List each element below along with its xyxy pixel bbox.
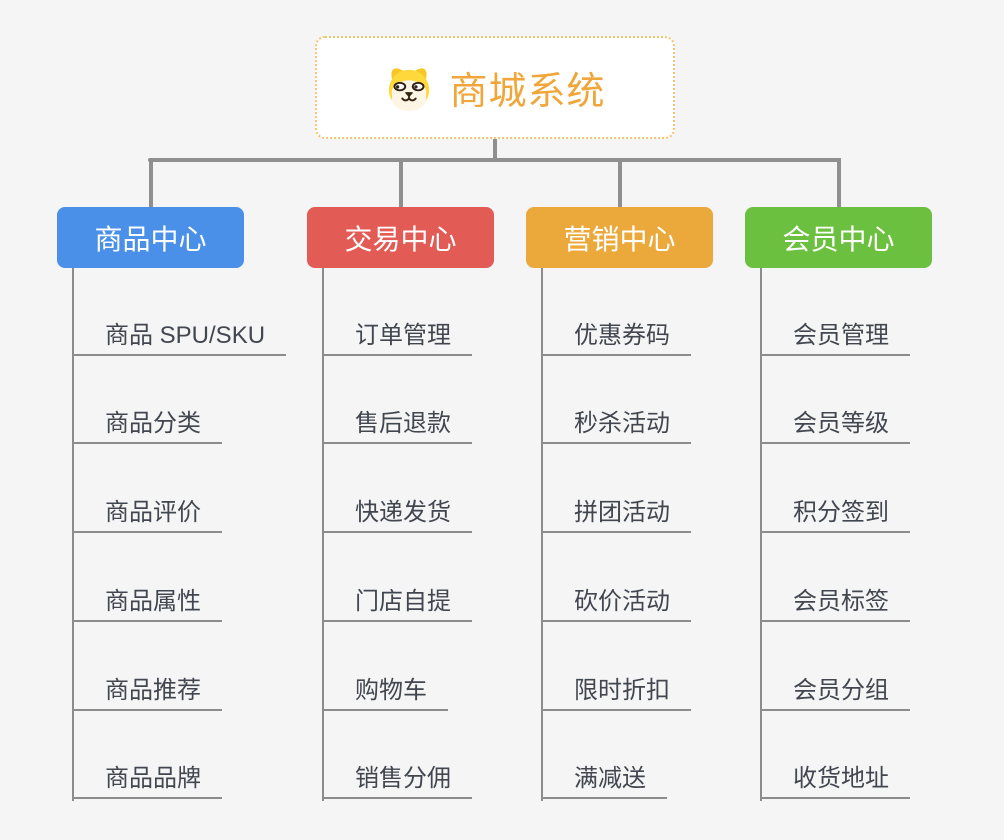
connector-drop — [617, 158, 622, 207]
branch-node-marketing-center[interactable]: 营销中心 — [526, 207, 713, 268]
root-node-mall-system[interactable]: 商城系统 — [315, 36, 675, 139]
branch-spine — [760, 268, 762, 801]
leaf-node[interactable]: 会员管理 — [760, 318, 910, 356]
branch-spine — [322, 268, 324, 801]
branch-node-product-center[interactable]: 商品中心 — [57, 207, 244, 268]
root-title: 商城系统 — [449, 71, 606, 113]
leaf-node[interactable]: 会员标签 — [760, 584, 910, 622]
leaf-node[interactable]: 收货地址 — [760, 761, 910, 799]
leaf-node[interactable]: 商品品牌 — [72, 761, 222, 799]
leaf-node[interactable]: 会员等级 — [760, 406, 910, 444]
leaf-node[interactable]: 快递发货 — [322, 495, 472, 533]
leaf-node[interactable]: 满减送 — [541, 761, 667, 799]
branch-node-trade-center[interactable]: 交易中心 — [307, 207, 494, 268]
leaf-node[interactable]: 购物车 — [322, 673, 448, 711]
leaf-node[interactable]: 销售分佣 — [322, 761, 472, 799]
branch-spine — [541, 268, 543, 801]
leaf-node[interactable]: 商品分类 — [72, 406, 222, 444]
leaf-node[interactable]: 会员分组 — [760, 673, 910, 711]
leaf-node[interactable]: 门店自提 — [322, 584, 472, 622]
leaf-node[interactable]: 商品评价 — [72, 495, 222, 533]
branch-node-member-center[interactable]: 会员中心 — [745, 207, 932, 268]
leaf-node[interactable]: 拼团活动 — [541, 495, 691, 533]
leaf-node[interactable]: 优惠券码 — [541, 318, 691, 356]
leaf-node[interactable]: 售后退款 — [322, 406, 472, 444]
leaf-node[interactable]: 商品 SPU/SKU — [72, 318, 287, 356]
connector-bus — [148, 158, 841, 162]
leaf-node[interactable]: 秒杀活动 — [541, 406, 691, 444]
branch-spine — [72, 268, 74, 801]
leaf-node[interactable]: 砍价活动 — [541, 584, 691, 622]
connector-drop — [148, 158, 153, 207]
connector-root-drop — [493, 139, 497, 161]
leaf-node[interactable]: 商品推荐 — [72, 673, 222, 711]
leaf-node[interactable]: 积分签到 — [760, 495, 910, 533]
connector-drop — [398, 158, 403, 207]
connector-drop — [836, 158, 841, 207]
leaf-node[interactable]: 订单管理 — [322, 318, 472, 356]
leaf-node[interactable]: 限时折扣 — [541, 673, 691, 711]
dog-face-icon — [389, 67, 430, 111]
leaf-node[interactable]: 商品属性 — [72, 584, 222, 622]
